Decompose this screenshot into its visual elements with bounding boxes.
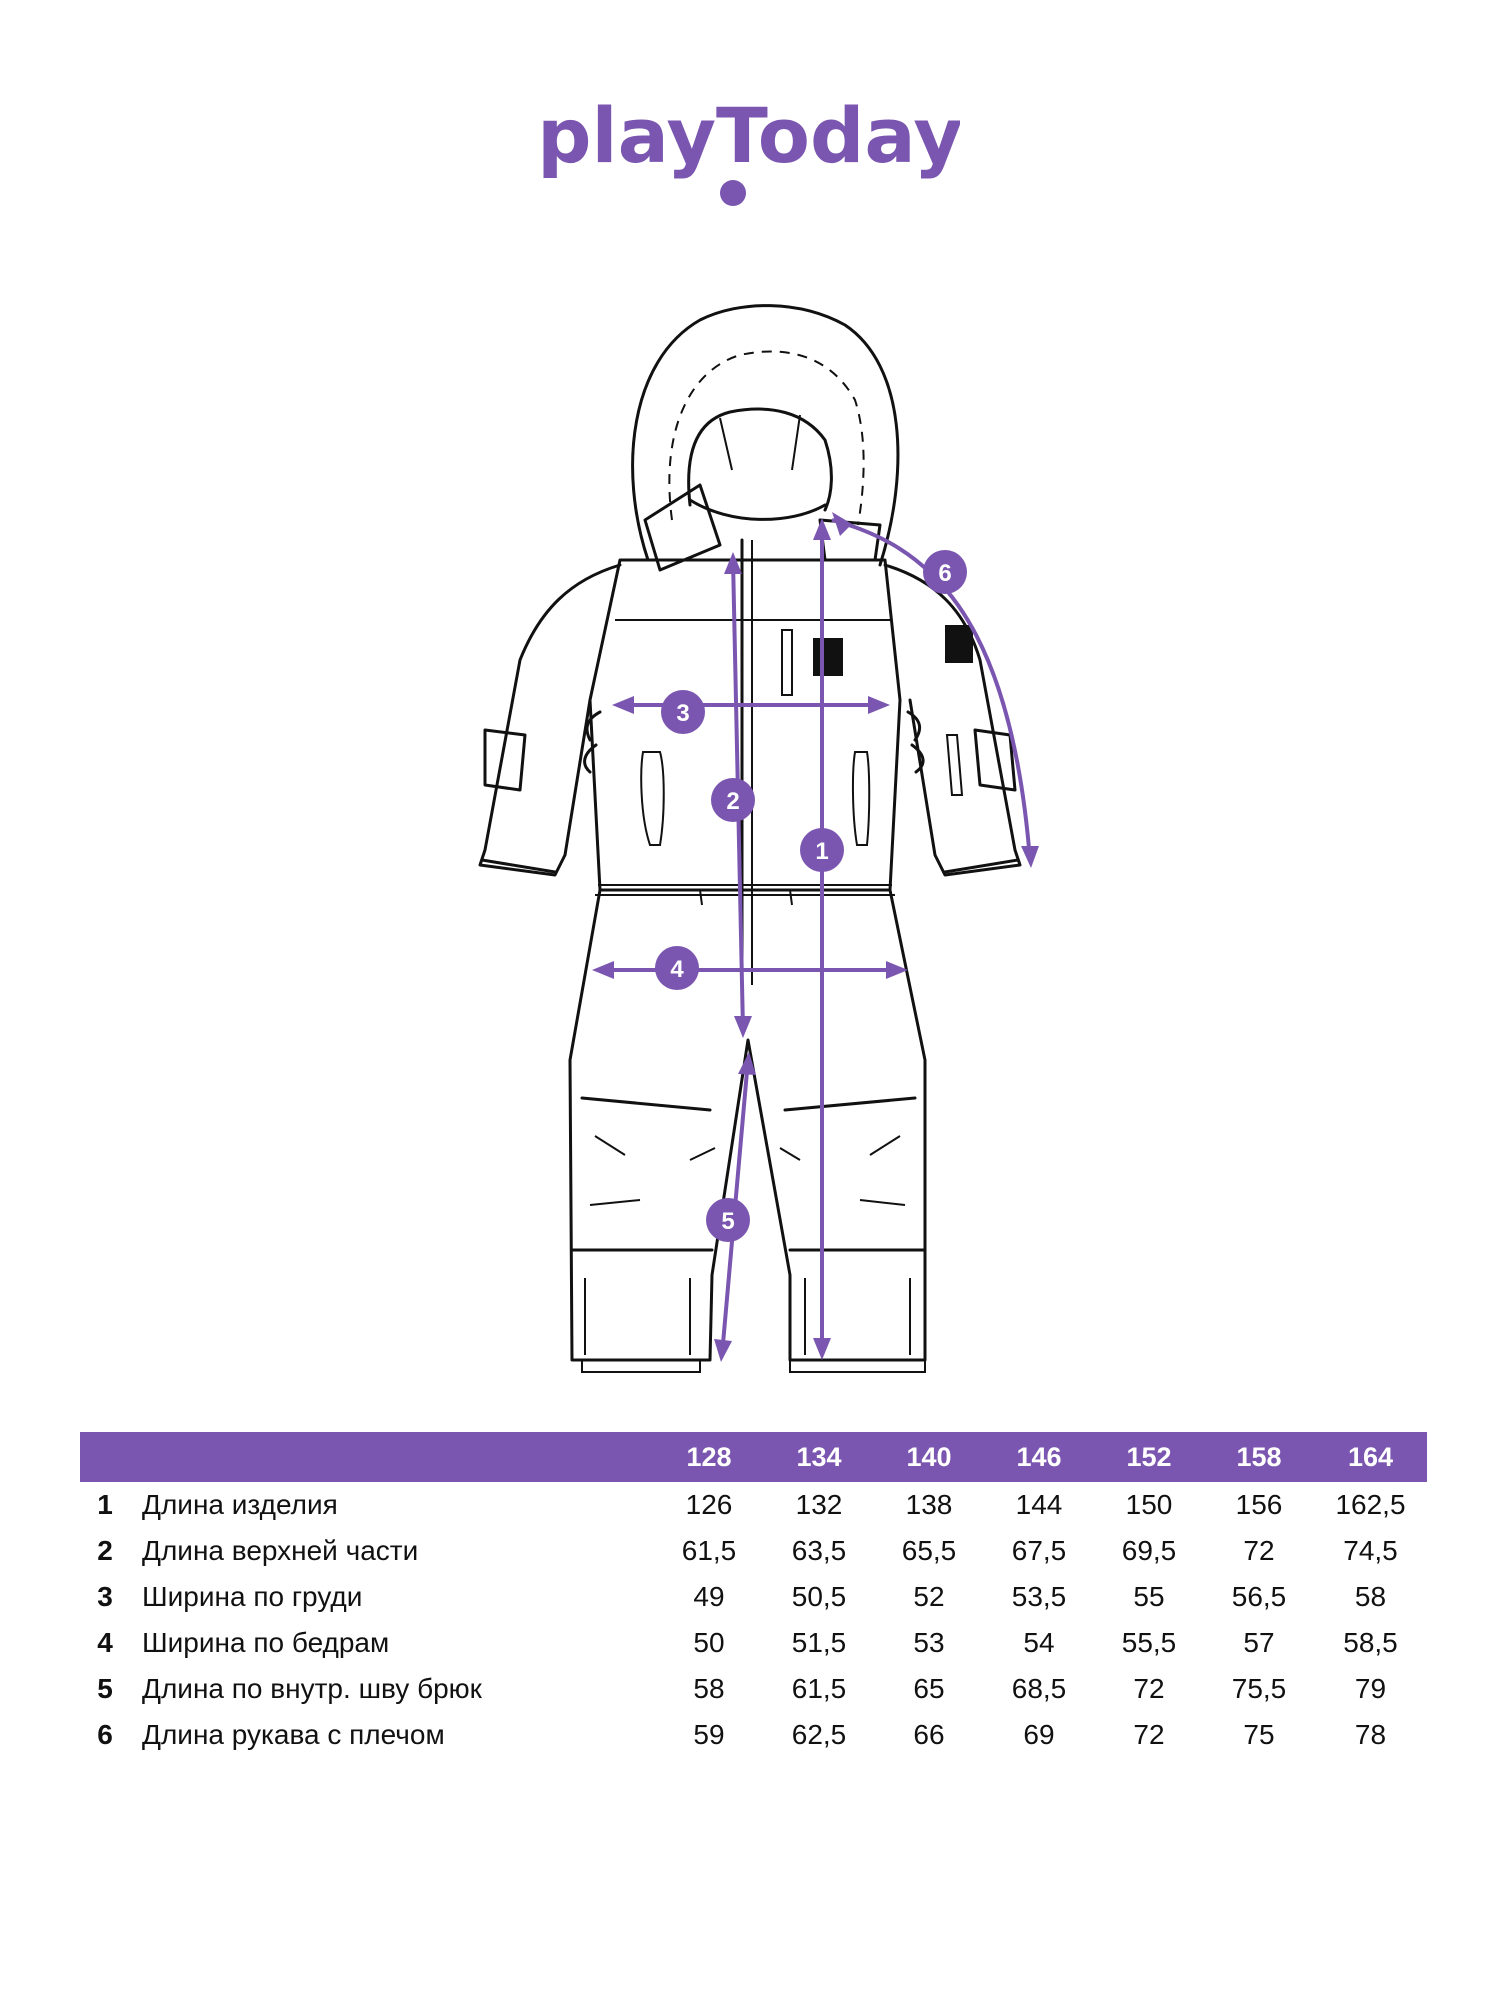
measurement-value: 52 <box>913 1581 945 1612</box>
table-row: 5 Длина по внутр. шву брюк 58 61,5 65 68… <box>80 1666 1427 1712</box>
measurement-value: 138 <box>905 1489 953 1520</box>
measurement-value: 51,5 <box>791 1627 847 1658</box>
size-header: 140 <box>874 1432 984 1482</box>
measurement-value: 78 <box>1354 1719 1387 1750</box>
size-header: 164 <box>1314 1432 1427 1482</box>
measurement-value: 58 <box>693 1673 725 1704</box>
measurement-value: 162,5 <box>1335 1489 1406 1520</box>
measurement-value: 55 <box>1133 1581 1165 1612</box>
measurement-value: 54 <box>1023 1627 1055 1658</box>
measurement-name: Длина верхней части <box>142 1535 419 1566</box>
row-number: 2 <box>97 1535 113 1566</box>
measurement-value: 72 <box>1133 1673 1165 1704</box>
measurement-value: 63,5 <box>791 1535 847 1566</box>
measurement-name: Длина рукава с плечом <box>142 1719 445 1750</box>
marker-1-label: 1 <box>815 838 828 865</box>
measurement-value: 75,5 <box>1231 1673 1287 1704</box>
measurement-value: 50,5 <box>791 1581 847 1612</box>
marker-5: 5 <box>706 1198 750 1242</box>
measurement-value: 156 <box>1235 1489 1283 1520</box>
measurement-value: 72 <box>1133 1719 1165 1750</box>
table-row: 1 Длина изделия 126 132 138 144 150 156 … <box>80 1482 1427 1528</box>
marker-6-label: 6 <box>938 560 951 587</box>
measurement-value: 69,5 <box>1121 1535 1177 1566</box>
marker-2-label: 2 <box>726 788 739 815</box>
size-table: 128 134 140 146 152 158 164 1 Длина изде… <box>80 1432 1427 1758</box>
measurement-value: 58 <box>1354 1581 1387 1612</box>
measurement-value: 126 <box>685 1489 733 1520</box>
measurement-value: 58,5 <box>1343 1627 1398 1658</box>
size-header: 134 <box>764 1432 874 1482</box>
header-blank-cell <box>130 1432 654 1482</box>
measurement-value: 69 <box>1023 1719 1055 1750</box>
row-number: 1 <box>97 1489 113 1520</box>
measurement-value: 65,5 <box>901 1535 957 1566</box>
size-header-row: 128 134 140 146 152 158 164 <box>80 1432 1427 1482</box>
measurement-value: 144 <box>1015 1489 1063 1520</box>
table-row: 2 Длина верхней части 61,5 63,5 65,5 67,… <box>80 1528 1427 1574</box>
row-number: 3 <box>97 1581 113 1612</box>
table-row: 6 Длина рукава с плечом 59 62,5 66 69 72… <box>80 1712 1427 1758</box>
measurement-name: Длина по внутр. шву брюк <box>142 1673 482 1704</box>
row-number: 6 <box>97 1719 113 1750</box>
measurement-value: 150 <box>1125 1489 1173 1520</box>
marker-5-label: 5 <box>721 1208 734 1235</box>
measurement-value: 66 <box>913 1719 945 1750</box>
marker-1: 1 <box>800 828 844 872</box>
marker-3: 3 <box>661 690 705 734</box>
measurement-value: 72 <box>1243 1535 1275 1566</box>
table-row: 4 Ширина по бедрам 50 51,5 53 54 55,5 57… <box>80 1620 1427 1666</box>
measurement-value: 55,5 <box>1121 1627 1177 1658</box>
measurement-value: 53,5 <box>1011 1581 1067 1612</box>
marker-4-label: 4 <box>670 956 684 983</box>
measurement-value: 75 <box>1243 1719 1275 1750</box>
measurement-value: 61,5 <box>791 1673 847 1704</box>
measurement-value: 67,5 <box>1011 1535 1067 1566</box>
measurement-name: Ширина по груди <box>142 1581 363 1612</box>
measurement-value: 68,5 <box>1011 1673 1067 1704</box>
overall-sketch <box>478 304 1022 1373</box>
measurement-value: 57 <box>1243 1627 1275 1658</box>
marker-2: 2 <box>711 778 755 822</box>
size-header: 128 <box>654 1432 764 1482</box>
measurement-value: 61,5 <box>681 1535 737 1566</box>
size-header: 158 <box>1204 1432 1314 1482</box>
measurement-value: 79 <box>1354 1673 1387 1704</box>
marker-4: 4 <box>655 946 699 990</box>
measurement-name: Длина изделия <box>142 1489 338 1520</box>
measurement-value: 59 <box>693 1719 725 1750</box>
brand-logo: playToday <box>540 91 960 206</box>
measurement-lines: 1 2 3 4 5 6 <box>592 512 1039 1362</box>
measurement-value: 53 <box>913 1627 945 1658</box>
marker-6: 6 <box>923 550 967 594</box>
measurement-value: 56,5 <box>1231 1581 1287 1612</box>
measurement-value: 50 <box>693 1627 725 1658</box>
row-number: 4 <box>97 1627 113 1658</box>
marker-3-label: 3 <box>676 700 689 727</box>
size-header: 152 <box>1094 1432 1204 1482</box>
measurement-value: 132 <box>795 1489 843 1520</box>
measurement-value: 74,5 <box>1343 1535 1398 1566</box>
measurement-name: Ширина по бедрам <box>142 1627 390 1658</box>
measurement-value: 65 <box>913 1673 945 1704</box>
measurement-value: 62,5 <box>791 1719 847 1750</box>
brand-logo-text: playToday <box>540 91 960 180</box>
measurement-value: 49 <box>693 1581 725 1612</box>
header-blank-cell <box>80 1432 130 1482</box>
garment-measurement-diagram: 1 2 3 4 5 6 <box>478 304 1039 1373</box>
size-header: 146 <box>984 1432 1094 1482</box>
table-row: 3 Ширина по груди 49 50,5 52 53,5 55 56,… <box>80 1574 1427 1620</box>
row-number: 5 <box>97 1673 113 1704</box>
